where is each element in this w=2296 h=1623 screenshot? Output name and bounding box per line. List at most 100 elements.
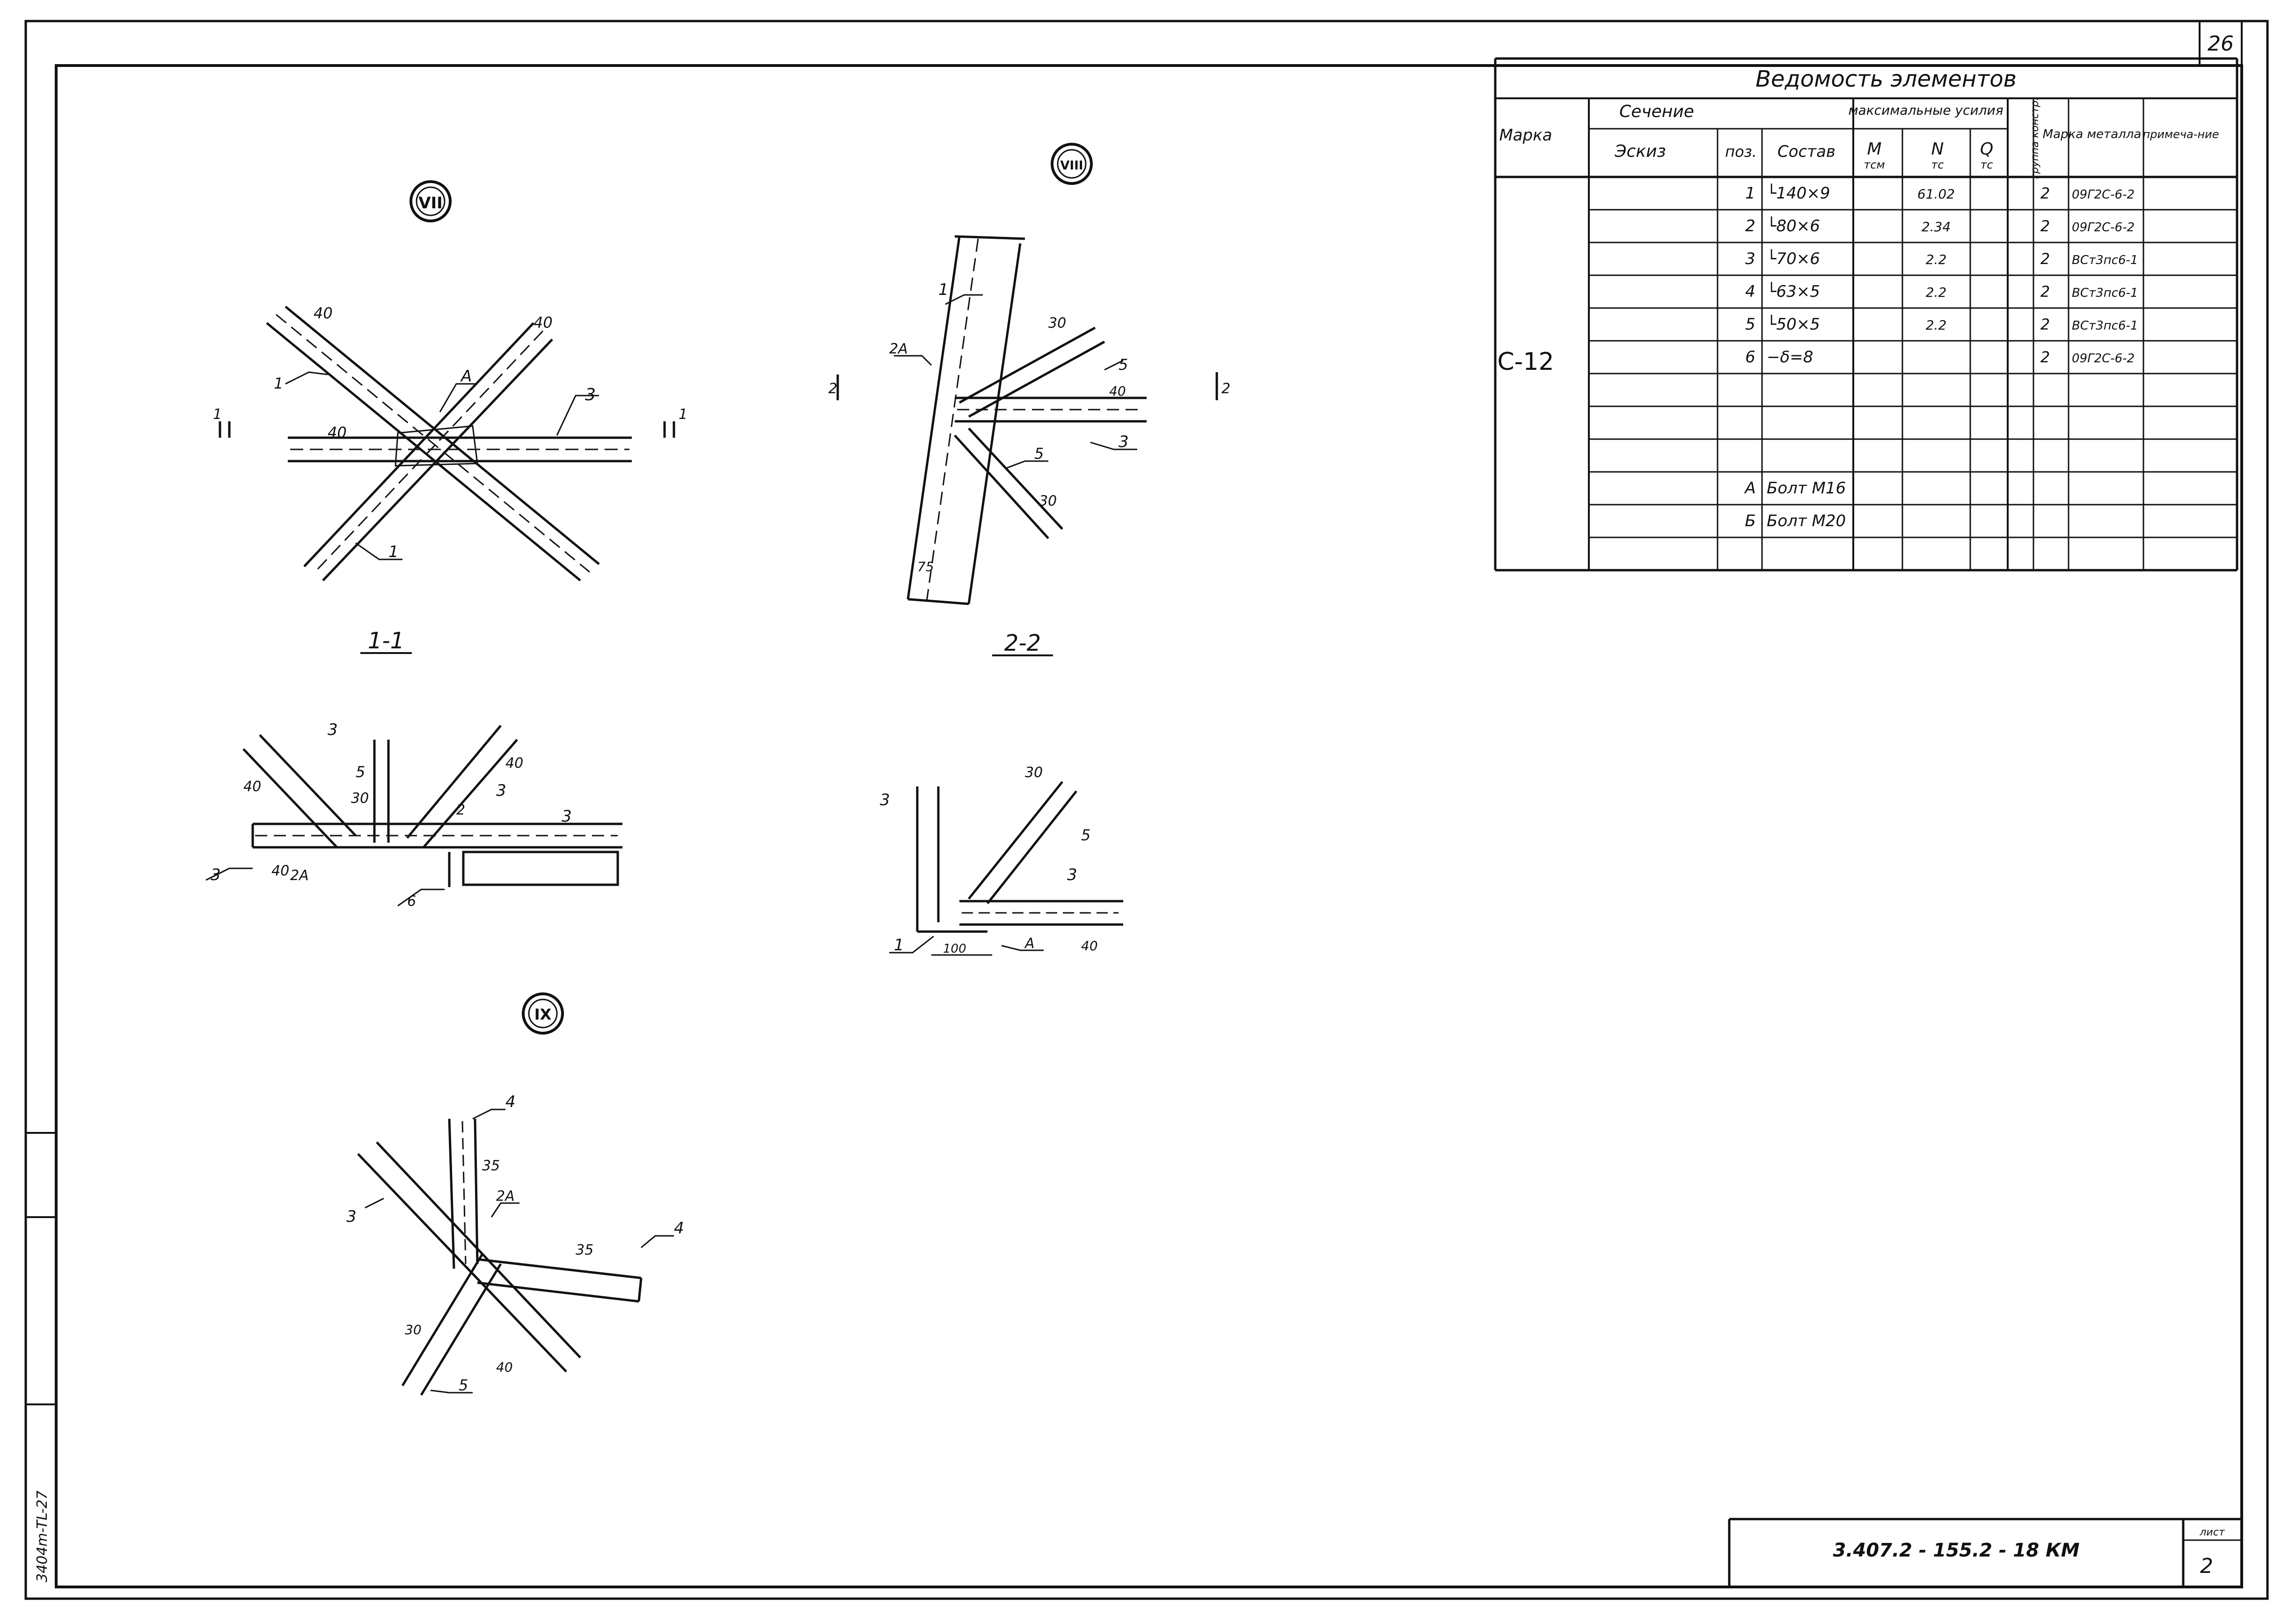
- header-composition: Состав: [1777, 142, 1835, 161]
- cell-steel: 09Г2С-6-2: [2072, 188, 2135, 202]
- vii-dim-40c: 40: [328, 424, 347, 441]
- viii-dim-30b: 30: [1039, 493, 1057, 509]
- section-1-1-label: 1-1: [368, 628, 404, 654]
- viii-cut-mark-left: 2: [828, 381, 837, 397]
- node-vii-label: VII: [418, 194, 443, 213]
- vii-callout-2: 1: [274, 375, 283, 392]
- header-group: группа констр.: [2029, 97, 2041, 179]
- s11-callout-2a: 2А: [290, 867, 309, 884]
- node-ix-label: IX: [534, 1006, 552, 1023]
- table-row: 6 −δ=8 2 09Г2С-6-2: [1745, 348, 2135, 367]
- ix-callout-5: 5: [459, 1376, 468, 1394]
- cell-composition: Болт М20: [1767, 512, 1846, 530]
- s22-callout-3b: 3: [1067, 866, 1077, 884]
- s11-dim-30: 30: [351, 790, 369, 807]
- sheet-frame: [24, 20, 2269, 1600]
- header-marka: Марка: [1499, 126, 1552, 145]
- viii-callout-1: 1: [938, 280, 949, 299]
- s11-callout-3b: 3: [496, 781, 506, 800]
- cell-pos: А: [1744, 479, 1755, 498]
- cell-pos: 3: [1745, 250, 1755, 268]
- cell-composition: −δ=8: [1767, 348, 1813, 367]
- viii-dim-40: 40: [1109, 383, 1126, 399]
- vii-callout-2b: 1: [388, 543, 399, 561]
- viii-cut-mark-right: 2: [1221, 381, 1230, 397]
- s11-callout-6: 6: [407, 893, 416, 910]
- side-stamp: 3404m-TL-27: [26, 1132, 56, 1582]
- cell-pos: Б: [1745, 512, 1755, 530]
- ix-dim-35b: 35: [576, 1242, 593, 1258]
- cell-group: 2: [2040, 250, 2050, 268]
- cell-group: 2: [2040, 184, 2050, 202]
- vii-callout-a: А: [460, 367, 472, 386]
- title-block: 3.407.2 - 155.2 - 18 КМ лист 2: [1728, 1518, 2242, 1587]
- cell-composition: Болт М16: [1767, 479, 1846, 498]
- vii-dim-40a: 40: [314, 304, 333, 322]
- ix-callout-4b: 4: [674, 1219, 684, 1238]
- cell-group: 2: [2040, 217, 2050, 235]
- ix-dim-40: 40: [496, 1359, 513, 1375]
- node-ix-marker: [522, 992, 564, 1035]
- ix-dim-30: 30: [405, 1322, 422, 1337]
- s11-callout-3c: 3: [562, 807, 572, 826]
- cell-group: 2: [2040, 348, 2050, 366]
- s11-callout-3a: 3: [328, 720, 338, 739]
- s22-callout-a: А: [1024, 935, 1035, 952]
- header-pos: поз.: [1725, 143, 1757, 161]
- cell-composition: └80×6: [1767, 216, 1820, 235]
- side-stamp-text: 3404m-TL-27: [34, 1491, 51, 1582]
- vii-callout-3: 3: [585, 385, 596, 404]
- elements-table: Ведомость элементов Сечение Марка Эскиз …: [1494, 57, 2238, 572]
- vii-cut-mark-left: 1: [213, 406, 222, 423]
- ix-callout-4a: 4: [505, 1093, 516, 1111]
- section-1-1-drawing: [205, 725, 622, 907]
- section-2-2-drawing: [889, 781, 1123, 956]
- node-vii-marker: [409, 180, 452, 222]
- cell-composition: └63×5: [1767, 282, 1820, 301]
- cell-group: 2: [2040, 283, 2050, 301]
- cell-group: 2: [2040, 316, 2050, 333]
- node-viii-marker-inner: [1057, 149, 1087, 179]
- cell-pos: 6: [1745, 348, 1755, 367]
- header-note: примеча-ние: [2143, 128, 2219, 141]
- viii-callout-5b: 5: [1034, 445, 1044, 463]
- node-ix-marker-inner: [528, 999, 558, 1028]
- s11-callout-5: 5: [356, 763, 365, 781]
- header-max-forces: максимальные усилия: [1848, 103, 2003, 118]
- s11-dim-40a: 40: [243, 778, 261, 795]
- header-steel: Марка металла: [2043, 127, 2142, 141]
- section-2-2-label: 2-2: [1004, 630, 1041, 656]
- cell-pos: 2: [1745, 217, 1755, 235]
- viii-dim-75: 75: [917, 559, 934, 574]
- cell-steel: ВСт3пс6-1: [2072, 253, 2138, 267]
- s11-callout-2: 2: [456, 802, 465, 818]
- cell-steel: 09Г2С-6-2: [2072, 352, 2135, 366]
- node-vii-marker-inner: [416, 186, 446, 216]
- cell-n: 2.2: [1926, 285, 1947, 300]
- s11-dim-40b: 40: [505, 755, 523, 771]
- table-row: Б Болт М20: [1745, 512, 1846, 530]
- ix-callout-2a: 2А: [496, 1188, 515, 1204]
- node-ix-drawing: [357, 1109, 674, 1396]
- cell-composition: └50×5: [1767, 315, 1820, 334]
- cell-composition: └140×9: [1767, 184, 1830, 203]
- s11-callout-3d: 3: [211, 866, 221, 884]
- table-row: А Болт М16: [1744, 479, 1846, 498]
- sheet-label: лист: [2199, 1527, 2225, 1538]
- corner-sheet-number: 26: [2208, 32, 2234, 56]
- node-vii-drawing: [219, 306, 675, 654]
- ix-dim-35a: 35: [482, 1158, 500, 1174]
- s22-dim-100: 100: [943, 942, 966, 956]
- vii-cut-mark-right: 1: [679, 406, 687, 423]
- cell-n: 2.2: [1926, 317, 1947, 333]
- header-section: Сечение: [1619, 102, 1694, 121]
- s22-callout-1: 1: [894, 936, 904, 955]
- viii-dim-30a: 30: [1048, 315, 1066, 331]
- cell-steel: 09Г2С-6-2: [2072, 220, 2135, 235]
- sheet-number: 2: [2200, 1554, 2213, 1578]
- cell-n: 2.2: [1926, 252, 1947, 267]
- cell-pos: 5: [1745, 315, 1755, 334]
- node-viii-drawing: [836, 235, 1218, 656]
- vii-dim-40b: 40: [534, 314, 553, 331]
